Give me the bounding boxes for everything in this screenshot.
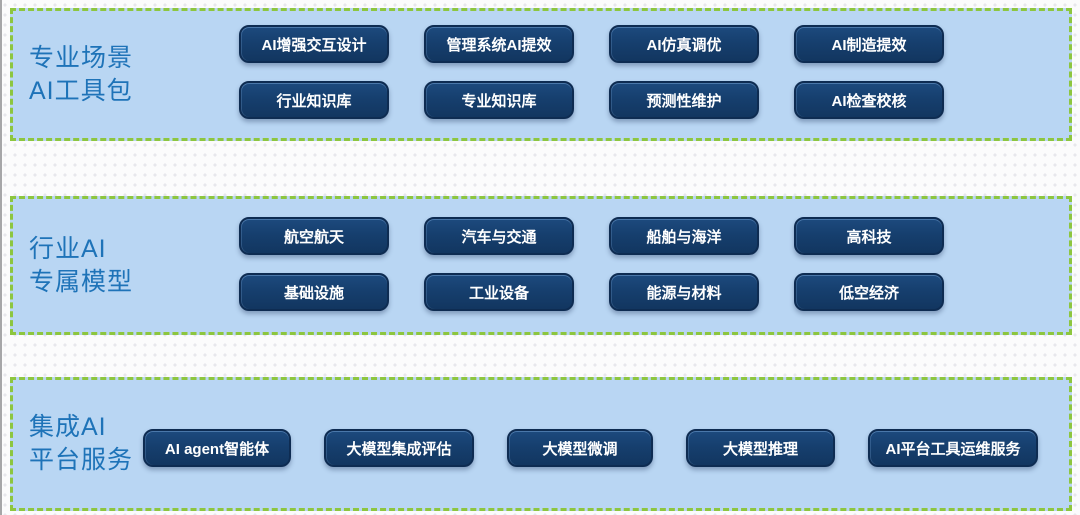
- section-platform-services: 集成AI 平台服务 AI agent智能体 大模型集成评估 大模型微调 大模型推…: [10, 377, 1072, 511]
- button-industry-knowledge-base[interactable]: 行业知识库: [239, 81, 389, 119]
- button-aerospace[interactable]: 航空航天: [239, 217, 389, 255]
- button-ships-marine[interactable]: 船舶与海洋: [609, 217, 759, 255]
- button-industrial-equipment[interactable]: 工业设备: [424, 273, 574, 311]
- section-label-line1: 行业AI: [29, 234, 107, 263]
- section-label-line1: 集成AI: [29, 413, 107, 441]
- button-ai-inspection-verification[interactable]: AI检查校核: [794, 81, 944, 119]
- button-row: AI增强交互设计 管理系统AI提效 AI仿真调优 AI制造提效: [239, 25, 944, 63]
- button-grid-platform-services: AI agent智能体 大模型集成评估 大模型微调 大模型推理 AI平台工具运维…: [143, 429, 1038, 467]
- button-predictive-maintenance[interactable]: 预测性维护: [609, 81, 759, 119]
- section-label-line2: 平台服务: [29, 446, 134, 474]
- button-grid-industry-models: 航空航天 汽车与交通 船舶与海洋 高科技 基础设施 工业设备 能源与材料 低空经…: [239, 217, 944, 329]
- button-automotive-transport[interactable]: 汽车与交通: [424, 217, 574, 255]
- section-label-industry-models: 行业AI 专属模型: [29, 233, 133, 299]
- button-professional-knowledge-base[interactable]: 专业知识库: [424, 81, 574, 119]
- button-grid-ai-toolkit: AI增强交互设计 管理系统AI提效 AI仿真调优 AI制造提效 行业知识库 专业…: [239, 25, 944, 137]
- section-ai-toolkit: 专业场景 AI工具包 AI增强交互设计 管理系统AI提效 AI仿真调优 AI制造…: [10, 8, 1072, 141]
- button-low-altitude-economy[interactable]: 低空经济: [794, 273, 944, 311]
- button-row: 行业知识库 专业知识库 预测性维护 AI检查校核: [239, 81, 944, 119]
- button-ai-manufacturing-efficiency[interactable]: AI制造提效: [794, 25, 944, 63]
- button-llm-fine-tuning[interactable]: 大模型微调: [507, 429, 653, 467]
- button-llm-inference[interactable]: 大模型推理: [686, 429, 835, 467]
- button-ai-enhanced-interaction-design[interactable]: AI增强交互设计: [239, 25, 389, 63]
- section-label-platform-services: 集成AI 平台服务: [29, 411, 133, 477]
- section-label-ai-toolkit: 专业场景 AI工具包: [29, 42, 133, 108]
- button-high-tech[interactable]: 高科技: [794, 217, 944, 255]
- button-energy-materials[interactable]: 能源与材料: [609, 273, 759, 311]
- button-row: 基础设施 工业设备 能源与材料 低空经济: [239, 273, 944, 311]
- section-label-line2: 专属模型: [29, 267, 134, 296]
- button-management-system-ai-efficiency[interactable]: 管理系统AI提效: [424, 25, 574, 63]
- section-label-line1: 专业场景: [29, 43, 134, 72]
- section-label-line2: AI工具包: [29, 76, 133, 105]
- button-ai-agent[interactable]: AI agent智能体: [143, 429, 291, 467]
- section-industry-models: 行业AI 专属模型 航空航天 汽车与交通 船舶与海洋 高科技 基础设施 工业设备…: [10, 196, 1072, 335]
- button-row: AI agent智能体 大模型集成评估 大模型微调 大模型推理 AI平台工具运维…: [143, 429, 1038, 467]
- button-infrastructure[interactable]: 基础设施: [239, 273, 389, 311]
- button-ai-platform-tool-ops-service[interactable]: AI平台工具运维服务: [868, 429, 1038, 467]
- button-row: 航空航天 汽车与交通 船舶与海洋 高科技: [239, 217, 944, 255]
- button-llm-integration-evaluation[interactable]: 大模型集成评估: [324, 429, 474, 467]
- button-ai-simulation-tuning[interactable]: AI仿真调优: [609, 25, 759, 63]
